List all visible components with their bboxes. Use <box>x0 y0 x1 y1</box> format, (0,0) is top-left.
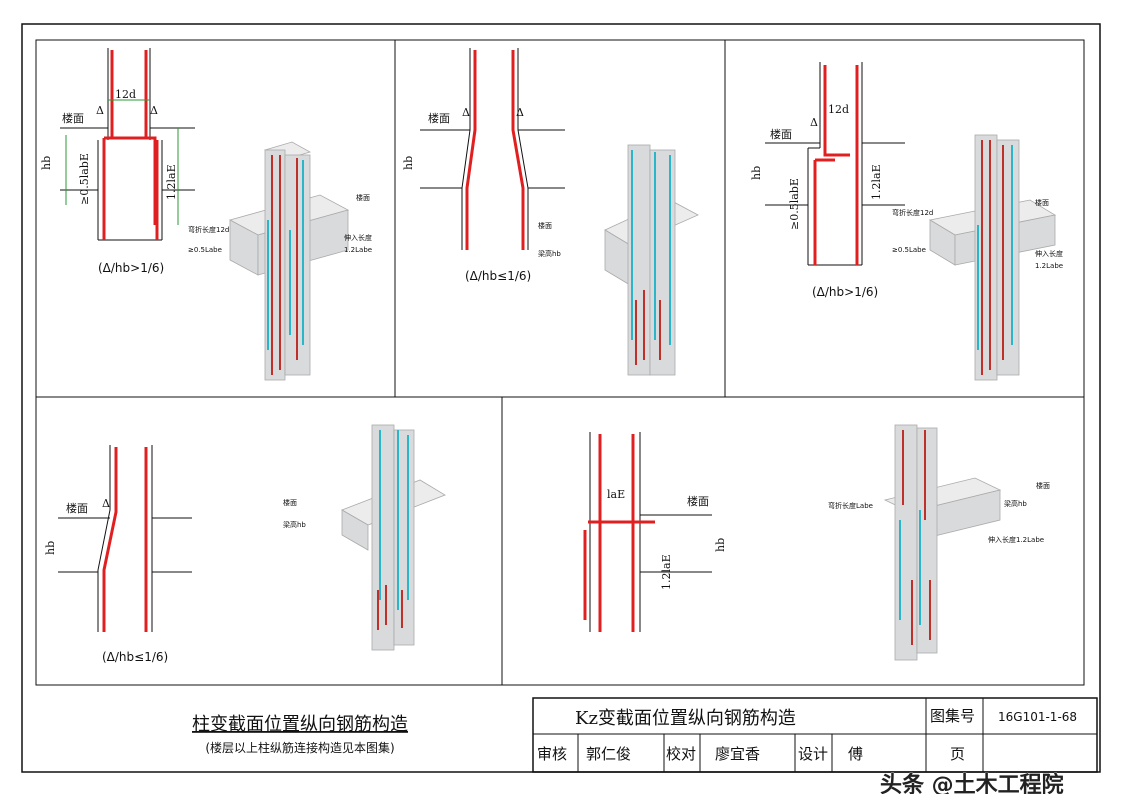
detail-3-3d: 楼面 弯折长度12d ≥0.5Labe 伸入长度 1.2Labe <box>892 134 1063 381</box>
review-label: 审核 <box>537 745 567 763</box>
checker: 廖宜香 <box>715 745 760 763</box>
title-block: Kz变截面位置纵向钢筋构造 图集号 16G101-1-68 审核 郭仁俊 校对 … <box>532 697 1098 773</box>
label-floor: 楼面 <box>356 193 370 202</box>
label-floor: 楼面 <box>66 501 88 515</box>
label-anchor-05: ≥0.5labE <box>78 153 91 205</box>
label-floor: 楼面 <box>1035 198 1049 207</box>
label-floor: 楼面 <box>770 127 792 141</box>
watermark: 头条 @土木工程院 <box>880 772 1064 794</box>
caption-ratio-le: (Δ/hb≤1/6) <box>102 650 168 664</box>
label-delta: Δ <box>150 104 158 117</box>
label-bend-lae: 弯折长度Labe <box>828 501 873 510</box>
panel-grid <box>35 39 1085 686</box>
figure-subtitle: (楼层以上柱纵筋连接构造见本图集) <box>205 740 394 755</box>
label-extend: 伸入长度 <box>1035 249 1063 258</box>
label-extend-val: 1.2Labe <box>344 246 372 254</box>
label-floor: 楼面 <box>62 111 84 125</box>
label-floor: 楼面 <box>687 494 709 508</box>
atlas-label: 图集号 <box>930 707 975 725</box>
label-anchor-12: 1.2laE <box>660 554 673 590</box>
detail-1-3d: 楼面 弯折长度12d ≥0.5Labe 伸入长度 1.2Labe <box>188 141 372 381</box>
label-delta: Δ <box>462 106 470 119</box>
label-hb: hb <box>44 541 57 555</box>
label-floor: 楼面 <box>538 221 552 230</box>
detail-2-section: 楼面 Δ Δ hb (Δ/hb≤1/6) <box>402 48 565 283</box>
caption-ratio-gt: (Δ/hb>1/6) <box>812 285 878 299</box>
detail-5-section: laE 楼面 1.2laE hb <box>583 432 727 632</box>
detail-2-3d: 楼面 梁高hb <box>538 144 699 376</box>
label-lae: laE <box>607 488 625 501</box>
reviewer: 郭仁俊 <box>586 745 631 763</box>
drawing-title: Kz变截面位置纵向钢筋构造 <box>575 708 796 729</box>
label-anchor-12: 1.2laE <box>165 164 178 200</box>
label-delta: Δ <box>96 104 104 117</box>
label-min-05: ≥0.5Labe <box>892 246 926 254</box>
detail-1-section: 12d 楼面 Δ Δ hb ≥0.5labE 1.2laE (Δ/hb>1/6) <box>40 48 195 275</box>
label-floor: 楼面 <box>283 498 297 507</box>
label-hb: hb <box>714 538 727 552</box>
label-bend-12d: 弯折长度12d <box>188 225 229 234</box>
label-hb: hb <box>750 166 763 180</box>
page-label: 页 <box>950 745 965 763</box>
label-delta: Δ <box>810 116 818 129</box>
caption-ratio-le: (Δ/hb≤1/6) <box>465 269 531 283</box>
detail-4-section: 楼面 Δ hb (Δ/hb≤1/6) <box>44 445 192 664</box>
label-12d: 12d <box>115 88 136 101</box>
label-bend-12d: 弯折长度12d <box>892 208 933 217</box>
label-hb: hb <box>402 156 415 170</box>
check-label: 校对 <box>666 745 696 763</box>
label-extend-full: 伸入长度1.2Labe <box>988 535 1044 544</box>
label-anchor-12: 1.2laE <box>870 164 883 200</box>
label-12d: 12d <box>828 103 849 116</box>
figure-title: 柱变截面位置纵向钢筋构造 <box>192 714 408 735</box>
label-floor: 楼面 <box>428 111 450 125</box>
label-min-05: ≥0.5Labe <box>188 246 222 254</box>
detail-3-section: 12d 楼面 Δ hb ≥0.5labE 1.2laE (Δ/hb>1/6) <box>750 62 905 299</box>
label-hb: hb <box>40 156 53 170</box>
caption-ratio-gt: (Δ/hb>1/6) <box>98 261 164 275</box>
label-beam-height: 梁高hb <box>283 520 306 529</box>
design-label: 设计 <box>798 745 828 763</box>
atlas-number: 16G101-1-68 <box>998 710 1077 724</box>
label-anchor-05: ≥0.5labE <box>788 178 801 230</box>
label-beam-height: 梁高hb <box>1004 499 1027 508</box>
designer: 傅 <box>848 745 863 763</box>
label-floor: 楼面 <box>1036 481 1050 490</box>
detail-4-3d: 楼面 梁高hb <box>283 424 446 651</box>
label-delta: Δ <box>102 497 110 510</box>
detail-5-3d: 楼面 梁高hb 弯折长度Labe 伸入长度1.2Labe <box>828 424 1050 661</box>
label-extend-val: 1.2Labe <box>1035 262 1063 270</box>
label-beam-height: 梁高hb <box>538 249 561 258</box>
label-extend: 伸入长度 <box>344 233 372 242</box>
label-delta: Δ <box>516 106 524 119</box>
